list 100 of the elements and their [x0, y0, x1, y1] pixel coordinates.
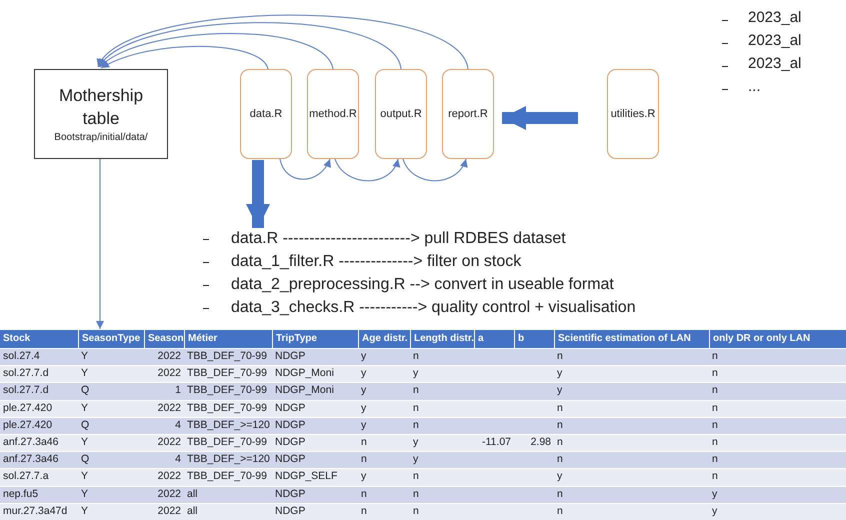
table-cell-text: y [556, 366, 564, 382]
table-cell-text: n [711, 418, 719, 433]
arrow [402, 158, 467, 182]
table-cell-text: n [360, 486, 368, 502]
table-cell-text: y [360, 469, 368, 484]
table-cell-text: n [412, 383, 420, 398]
table-cell-text: 2022 [156, 435, 182, 450]
table-cell-text: Q [80, 383, 90, 398]
table-cell-text: Y [80, 486, 90, 502]
list-item: 2023_al [748, 9, 802, 26]
table-cell-text: NDGP [274, 504, 306, 519]
arrow [100, 46, 268, 70]
script-box: output.R [375, 69, 427, 159]
table-cell-text: n [556, 504, 564, 519]
list-item: 2023_al [748, 55, 802, 72]
table-cell-text: Y [80, 469, 90, 484]
table-cell-text: n [412, 469, 420, 484]
box-title: Mothership table [58, 85, 144, 130]
table-cell-text: 1 [174, 383, 182, 398]
table-cell-text: 4 [174, 418, 182, 433]
table-cell-text: Y [80, 366, 90, 382]
table-cell-text: n [711, 349, 719, 364]
table-cell-text: n [412, 349, 420, 364]
table-cell-text: Q [80, 452, 90, 468]
table-cell-text: Q [80, 418, 90, 433]
table-cell-text: NDGP_Moni [274, 366, 335, 382]
table-cell-text: n [556, 400, 564, 416]
column-header: Stock [2, 332, 32, 346]
table-cell-text: NDGP [274, 435, 306, 450]
table-cell-text: nep.fu5 [2, 486, 40, 502]
table-cell-text: y [412, 435, 420, 450]
table-cell-text: 4 [174, 452, 182, 468]
table-cell-text: TBB_DEF_70-99 [186, 349, 268, 364]
block-arrow [502, 106, 578, 130]
table-cell-text: y [711, 504, 718, 519]
table-cell-text: ple.27.420 [2, 400, 54, 416]
arrow [96, 158, 104, 330]
list-item: data_2_preprocessing.R --> convert in useable format [231, 275, 614, 295]
table-cell-text: 2022 [156, 400, 182, 416]
table-cell-text: n [711, 469, 719, 484]
table-cell-text: TBB_DEF_70-99 [186, 366, 268, 382]
table-cell-text: n [556, 486, 564, 502]
table-cell-text: y [556, 383, 564, 398]
table-cell-text: Y [80, 435, 90, 450]
table-cell-text: NDGP [274, 400, 306, 416]
arrow [100, 33, 334, 70]
script-box: report.R [442, 69, 494, 159]
table-cell-text: 2022 [156, 504, 182, 519]
table-cell-text: n [556, 418, 564, 433]
table-cell-text: Y [80, 400, 90, 416]
table-cell-text: sol.27.7.a [2, 469, 50, 484]
table-box [34, 69, 168, 159]
table-cell-text: n [412, 400, 420, 416]
table-cell-text: n [360, 504, 368, 519]
table-cell-text: y [360, 349, 368, 364]
table-cell-text: NDGP [274, 486, 306, 502]
table-cell-text: anf.27.3a46 [2, 452, 60, 468]
table-cell-text: Y [80, 349, 90, 364]
table-cell-text: TBB_DEF_>=120 [186, 418, 271, 433]
table-cell-text: n [711, 452, 719, 468]
table-cell-text: 2022 [156, 366, 182, 382]
script-box: data.R [240, 69, 292, 159]
table-cell-text: ple.27.420 [2, 418, 54, 433]
table-cell-text: n [711, 366, 719, 382]
table-cell-text: n [556, 435, 564, 450]
table-cell-text: NDGP_Moni [274, 383, 335, 398]
table-cell-text: Y [80, 504, 90, 519]
table-cell-text: y [711, 486, 718, 502]
table-cell-text: y [360, 418, 368, 433]
table-cell-text: sol.27.4 [2, 349, 41, 364]
table-cell-text: y [556, 469, 564, 484]
table-cell-text: NDGP [274, 418, 306, 433]
table-cell-text: n [412, 504, 420, 519]
table-cell-text: TBB_DEF_70-99 [186, 435, 268, 450]
table-cell-text: TBB_DEF_>=120 [186, 452, 271, 468]
table-cell-text: all [186, 504, 199, 519]
table-cell-text: y [360, 366, 368, 382]
table-cell-text: n [711, 400, 719, 416]
table-cell-text: n [556, 349, 564, 364]
script-box: method.R [307, 69, 359, 159]
table-cell-text: all [186, 486, 199, 502]
script-box: utilities.R [607, 69, 659, 159]
table-cell-text: sol.27.7.d [2, 383, 50, 398]
table-cell-text: sol.27.7.d [2, 366, 50, 382]
table-cell-text: n [412, 418, 420, 433]
table-cell-text: y [412, 366, 420, 382]
table-cell-text: TBB_DEF_70-99 [186, 469, 268, 484]
table-cell-text: n [360, 435, 368, 450]
table-cell-text: 2.98 [530, 435, 552, 450]
table-cell-text: n [412, 486, 420, 502]
table-cell-text: TBB_DEF_70-99 [186, 383, 268, 398]
list-item: data_3_checks.R -----------> quality control + visualisation [231, 298, 636, 318]
arrow [98, 14, 468, 70]
table-cell-text: NDGP [274, 349, 306, 364]
table-cell-text: n [556, 452, 564, 468]
table-cell-text: y [360, 400, 368, 416]
table-cell-text: n [711, 383, 719, 398]
table-cell-text: 2022 [156, 486, 182, 502]
list-item: ... [748, 78, 761, 95]
path-label: Bootstrap/initial/data/ [53, 132, 149, 143]
